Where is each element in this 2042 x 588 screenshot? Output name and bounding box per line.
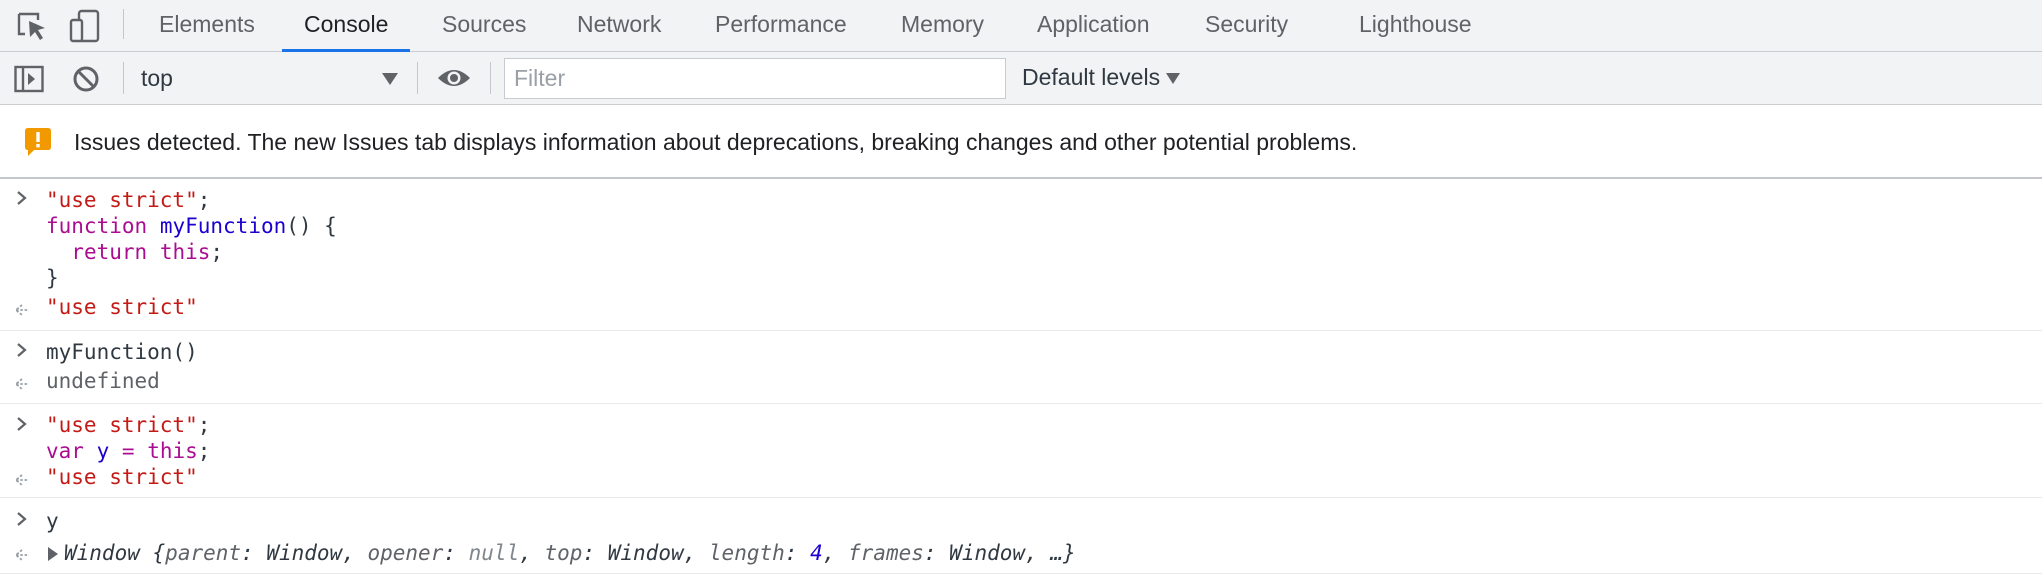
toolbar-divider	[123, 62, 124, 94]
result-value: "use strict"	[46, 295, 198, 319]
tab-lighthouse[interactable]: Lighthouse	[1359, 11, 1472, 37]
live-expression-eye-icon[interactable]	[437, 67, 471, 94]
object-value: Window	[266, 541, 343, 565]
result-return-arrow-icon	[12, 374, 32, 400]
object-key: parent	[165, 541, 242, 565]
code-token: y	[96, 439, 110, 463]
result-value: undefined	[46, 369, 160, 393]
tab-elements[interactable]: Elements	[159, 11, 255, 37]
devtools-tab-bar: Elements Console Sources Network Perform…	[0, 0, 2042, 52]
object-key: top	[544, 541, 583, 565]
log-levels-label: Default levels	[1022, 64, 1161, 90]
toolbar-divider	[417, 62, 418, 94]
code-token: =	[121, 439, 135, 463]
code-token: this	[147, 439, 198, 463]
code-token: "use strict"	[46, 188, 198, 212]
object-value: null	[468, 541, 520, 565]
code-token: this	[159, 240, 211, 264]
tab-memory[interactable]: Memory	[901, 11, 985, 37]
console-messages: "use strict"; function myFunction() { re…	[0, 181, 2042, 574]
dropdown-arrow-icon	[382, 73, 398, 85]
result-return-arrow-icon	[12, 545, 32, 571]
inspect-element-icon[interactable]	[14, 8, 50, 44]
console-result-entry[interactable]: "use strict"	[0, 464, 2042, 498]
tab-security[interactable]: Security	[1205, 11, 1289, 37]
object-value: Window	[949, 541, 1026, 565]
result-return-arrow-icon	[12, 470, 32, 496]
code-token: ;	[197, 413, 211, 437]
object-key: frames	[848, 541, 924, 565]
warning-icon	[24, 127, 52, 157]
window-object-preview[interactable]: Window {parent: Window, opener: null, to…	[48, 540, 1076, 566]
code-token: () {	[286, 214, 337, 238]
code-token: ;	[197, 188, 211, 212]
input-prompt-chevron-icon	[12, 340, 32, 366]
input-prompt-chevron-icon	[12, 414, 32, 440]
result-return-arrow-icon	[12, 300, 32, 326]
code-token: return	[71, 240, 148, 264]
code-token: }	[46, 266, 59, 290]
result-value: "use strict"	[46, 465, 198, 489]
toolbar-divider	[490, 62, 491, 94]
tab-application[interactable]: Application	[1037, 11, 1150, 37]
javascript-context-select[interactable]: top	[140, 61, 404, 95]
object-class-name: Window	[64, 541, 140, 565]
code-token: function	[46, 214, 148, 238]
tab-sources[interactable]: Sources	[442, 11, 527, 37]
code-token: myFunction	[159, 214, 287, 238]
dropdown-arrow-icon	[1166, 73, 1181, 85]
console-input-entry[interactable]: y	[0, 498, 2042, 536]
object-key: length	[708, 541, 785, 565]
log-levels-dropdown[interactable]: Default levels	[1022, 64, 1181, 91]
expand-triangle-icon[interactable]	[48, 547, 58, 561]
console-toolbar: top Default levels	[0, 52, 2042, 105]
code-token: ;	[197, 439, 211, 463]
tab-performance[interactable]: Performance	[715, 11, 847, 37]
filter-input[interactable]	[504, 58, 1006, 99]
object-brace: {	[152, 541, 166, 565]
code-token: var	[46, 439, 84, 463]
tab-network[interactable]: Network	[577, 11, 662, 37]
code-token: "use strict"	[46, 413, 198, 437]
issues-banner: Issues detected. The new Issues tab disp…	[0, 105, 2042, 179]
code-token: ;	[210, 240, 224, 264]
object-value: Window	[607, 541, 684, 565]
console-input-entry[interactable]: "use strict"; function myFunction() { re…	[0, 181, 2042, 291]
input-prompt-chevron-icon	[12, 509, 32, 535]
object-key: opener	[367, 541, 444, 565]
console-result-entry[interactable]: undefined	[0, 367, 2042, 404]
object-value: 4	[810, 541, 823, 565]
toolbar-divider	[123, 9, 124, 39]
tab-console[interactable]: Console	[282, 0, 411, 52]
console-result-entry[interactable]: Window {parent: Window, opener: null, to…	[0, 536, 2042, 574]
console-input-entry[interactable]: myFunction()	[0, 331, 2042, 367]
context-value: top	[141, 65, 173, 91]
issues-banner-text[interactable]: Issues detected. The new Issues tab disp…	[74, 129, 1358, 155]
object-ellipsis: …}	[1050, 541, 1076, 565]
code-token: myFunction()	[46, 340, 198, 364]
input-prompt-chevron-icon	[12, 188, 32, 214]
console-result-entry[interactable]: "use strict"	[0, 291, 2042, 331]
console-input-entry[interactable]: "use strict"; var y = this;	[0, 404, 2042, 464]
show-sidebar-icon[interactable]	[14, 65, 44, 98]
device-toolbar-icon[interactable]	[68, 8, 104, 44]
clear-console-icon[interactable]	[72, 65, 100, 98]
code-token: y	[46, 509, 59, 533]
